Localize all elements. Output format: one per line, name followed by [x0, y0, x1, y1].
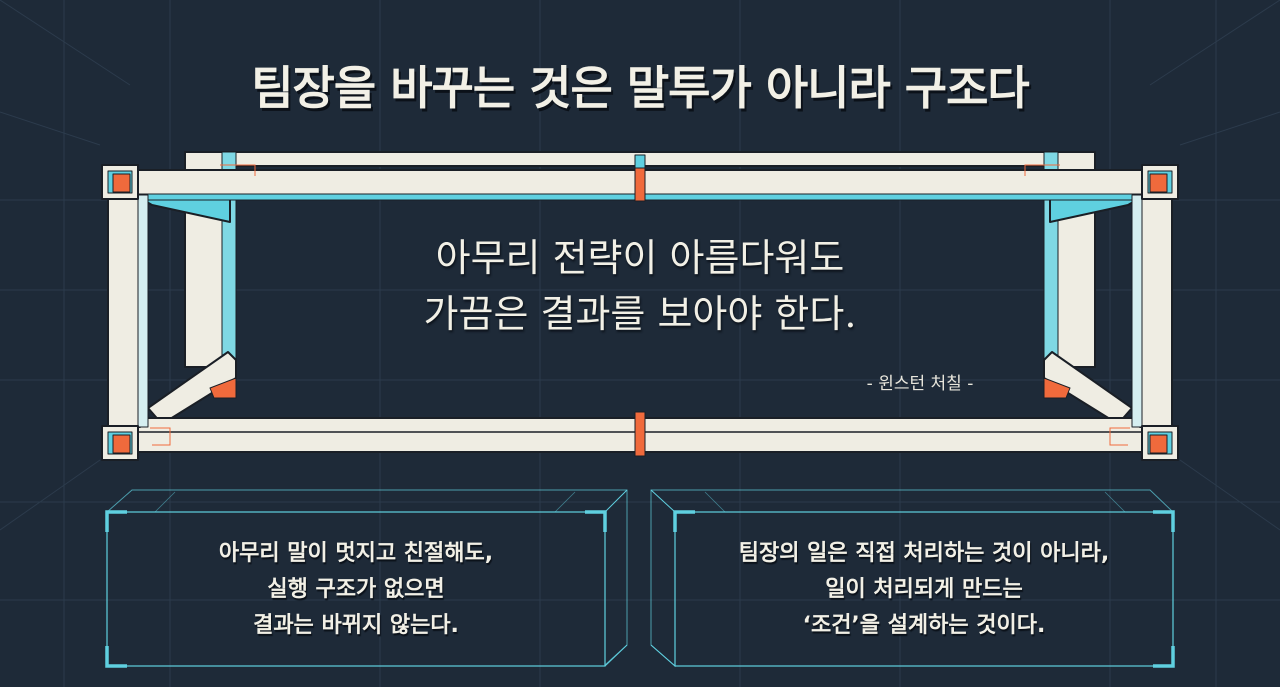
right-message-box-frame [650, 489, 1175, 668]
left-message-box-frame [105, 489, 628, 668]
right-message-line-1: 팀장의 일은 직접 처리하는 것이 아니라, [738, 541, 1110, 566]
quote-text: 아무리 전략이 아름다워도 가끔은 결과를 보아야 한다. [340, 230, 940, 342]
page-title: 팀장을 바꾸는 것은 말투가 아니라 구조다 [251, 61, 1030, 115]
quote-line-1: 아무리 전략이 아름다워도 [435, 236, 845, 280]
left-message-text: 아무리 말이 멋지고 친절해도, 실행 구조가 없으면 결과는 바뀌지 않는다. [107, 536, 605, 644]
left-message-line-1: 아무리 말이 멋지고 친절해도, [218, 541, 494, 566]
left-message-line-2: 실행 구조가 없으면 [267, 577, 445, 602]
quote-attribution: - 윈스턴 처칠 - [866, 374, 974, 394]
left-message-line-3: 결과는 바뀌지 않는다. [253, 613, 459, 638]
right-message-line-2: 일이 처리되게 만드는 [825, 577, 1023, 602]
right-message-text: 팀장의 일은 직접 처리하는 것이 아니라, 일이 처리되게 만드는 ‘조건’을… [675, 536, 1173, 644]
right-message-line-3: ‘조건’을 설계하는 것이다. [802, 613, 1046, 638]
quote-line-2: 가끔은 결과를 보아야 한다. [423, 292, 857, 336]
